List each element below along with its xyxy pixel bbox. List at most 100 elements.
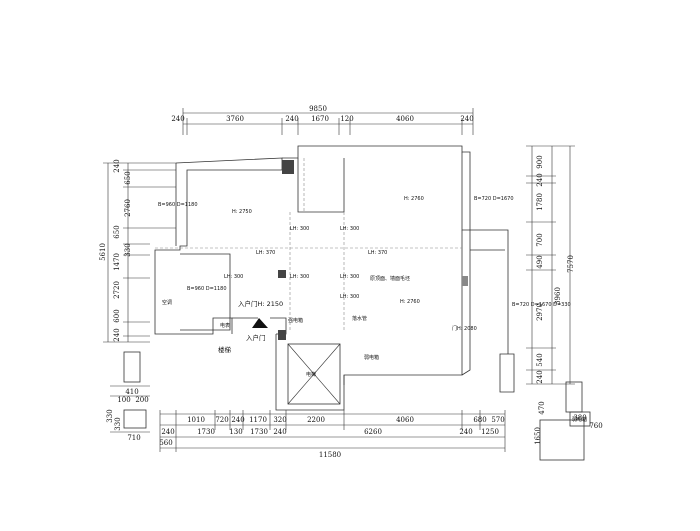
left-dimensions: 5610 240 650 2760 650 330 1470 2720 600 … [99,159,176,343]
left-dim-1: 240 [113,159,121,172]
top-total-dimension: 9850 [309,105,327,113]
lh-label: LH: 300 [290,226,309,232]
right-dim-9: 240 [536,370,544,383]
detail-dim: 470 [538,401,546,414]
left-dim-7: 2720 [113,281,121,299]
bottom-row2-dim-2: 1730 [197,428,215,436]
detail-dim: 330 [114,417,122,430]
left-dim-6: 1470 [113,253,121,271]
room-labels: H: 2750 H: 2760 H: 2760 LH: 370 LH: 370 … [158,196,571,378]
right-total-dimension: 7570 [567,255,575,273]
right-dim-2: 240 [536,173,544,186]
top-dim-5: 120 [340,115,353,123]
lh-label: LH: 370 [368,250,387,256]
column-marker [278,270,286,278]
detail-dim: 200 [135,396,148,404]
pipe-label: 落水管 [352,315,367,322]
left-dim-2: 650 [124,171,132,184]
ceiling-height-label: H: 2760 [404,196,424,202]
lh-label: LH: 300 [340,226,359,232]
bottom-dim-4: 1170 [249,416,267,424]
ceiling-height-label: H: 2750 [232,209,252,215]
detail-dim: 760 [589,422,602,430]
walls [154,145,515,411]
column-marker [278,330,286,340]
window-label: B=720 D=1670 D=330 [512,302,571,308]
left-dim-4: 650 [113,225,121,238]
detail-dim: 100 [117,396,130,404]
bottom-total-2: 11580 [319,451,341,459]
bottom-row2-dim-4: 1730 [250,428,268,436]
top-dim-3: 240 [285,115,298,123]
meter-label: 电表 [220,322,230,329]
bottom-dim-2: 720 [215,416,228,424]
detail-dim: 410 [125,388,138,396]
right-dim-6: 3960 [554,287,562,305]
elevator-label: 电梯 [306,371,316,378]
left-dim-5: 330 [124,243,132,256]
window-label: B=960 D=1180 [187,286,227,292]
bottom-dim-5: 320 [273,416,286,424]
detail-left: 410 100 200 330 330 710 [106,351,150,442]
entrance-label: 入户门 [246,333,266,342]
detail-dim: 380 [573,414,586,422]
right-dim-7: 2970 [536,303,544,321]
right-dim-4: 700 [536,233,544,246]
lh-label: LH: 300 [290,274,309,280]
strong-box-label: 强电箱 [288,317,303,324]
bottom-row2-dim-6: 6260 [364,428,382,436]
bottom-dim-3: 240 [231,416,244,424]
left-dim-9: 240 [113,328,121,341]
top-dimensions: 9850 240 3760 240 1670 120 4060 240 [171,105,474,135]
weak-box-detail-label: 弱电箱 [572,416,587,423]
bottom-dim-8: 680 [473,416,486,424]
bottom-row2-dim-7: 240 [459,428,472,436]
bottom-row2-dim-1: 240 [161,428,174,436]
door-height-label: 入户门H: 2150 [238,299,283,308]
bottom-dim-1: 1010 [187,416,205,424]
entrance-arrow-icon [252,318,268,328]
columns [278,160,468,340]
note-label: 原顶面、墙面毛坯 [370,275,410,282]
lh-label: LH: 300 [224,274,243,280]
dashed-lines [155,158,462,330]
right-dim-5: 490 [536,255,544,268]
bottom-dim-6: 2200 [307,416,325,424]
weak-box-label: 弱电箱 [364,354,379,361]
right-dim-1: 900 [536,155,544,168]
left-dim-8: 600 [113,309,121,322]
lh-label: LH: 300 [340,294,359,300]
ac-label: 空调 [162,299,172,306]
top-dim-6: 4060 [396,115,414,123]
column-marker [282,160,294,174]
column-marker [462,276,468,286]
stairs-label: 楼梯 [218,345,232,354]
right-dim-8: 540 [536,353,544,366]
detail-dim: 1650 [534,427,542,445]
detail-dim: 710 [127,434,140,442]
bottom-dim-7: 4060 [396,416,414,424]
bottom-row2-dim-3: 130 [229,428,242,436]
window-label: B=720 D=1670 [474,196,514,202]
lh-label: LH: 300 [340,274,359,280]
left-dim-3: 2760 [124,199,132,217]
top-dim-7: 240 [460,115,473,123]
lh-label: LH: 370 [256,250,275,256]
ceiling-height-label: H: 2760 [400,299,420,305]
right-dim-3: 1780 [536,193,544,211]
detail-right: 弱电箱 470 380 1650 760 [534,381,603,461]
bottom-dim-9: 570 [491,416,504,424]
bottom-row2-dim-5: 240 [273,428,286,436]
top-dim-2: 3760 [226,115,244,123]
right-dimensions: 900 240 1780 700 490 3960 2970 540 240 7… [526,145,575,385]
bottom-total-1: 560 [159,439,172,447]
door-label: 门H: 2080 [452,325,477,332]
top-dim-1: 240 [171,115,184,123]
bottom-dimensions: 1010 720 240 1170 320 2200 4060 680 570 … [159,410,506,459]
left-total-dimension: 5610 [99,243,107,261]
detail-dim: 330 [106,409,114,422]
bottom-row2-dim-8: 1250 [481,428,499,436]
top-dim-4: 1670 [311,115,329,123]
window-label: B=960 D=1180 [158,202,198,208]
